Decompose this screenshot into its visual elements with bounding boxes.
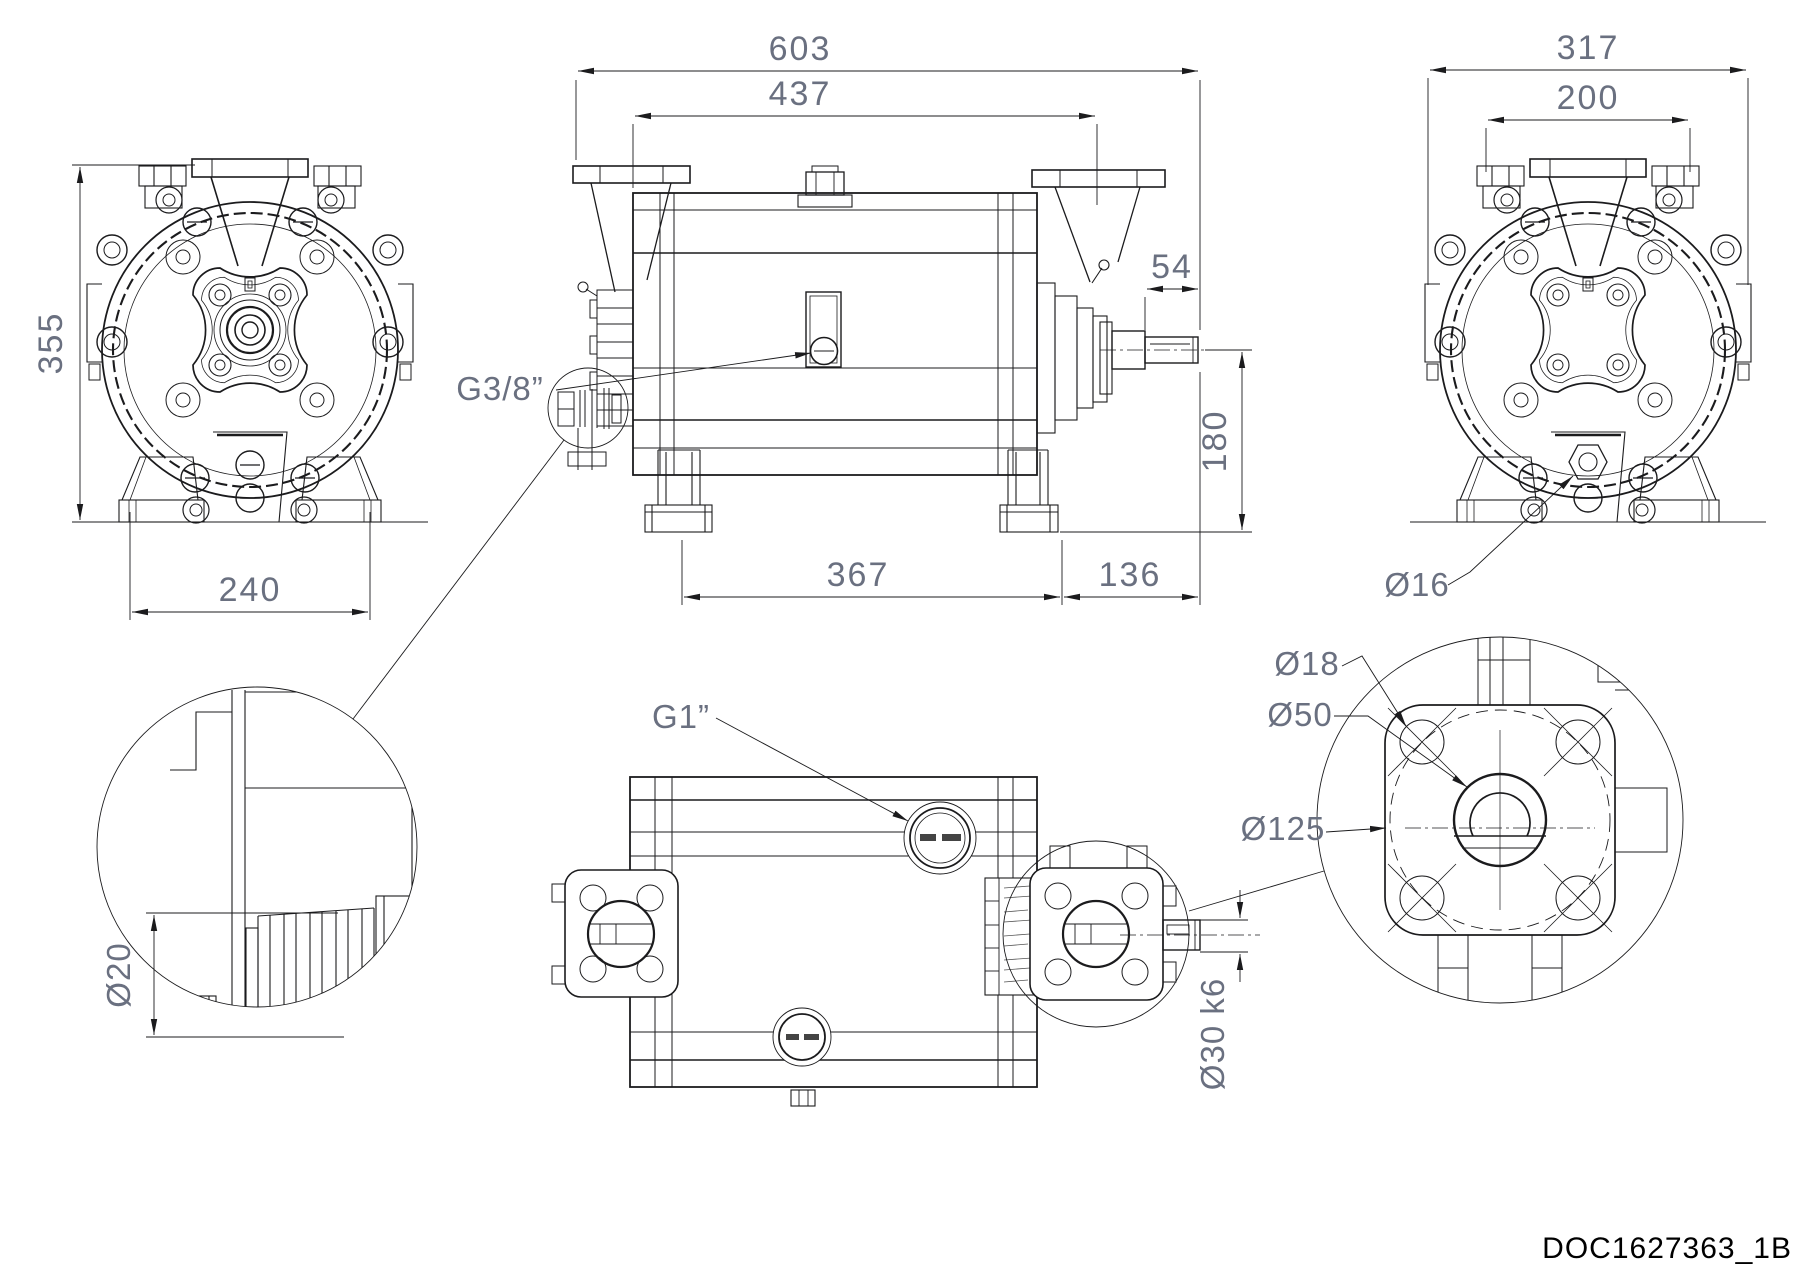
front-shaft-hub bbox=[213, 293, 287, 367]
rear-dim-317: 317 bbox=[1557, 29, 1620, 67]
side-dim-437: 437 bbox=[769, 75, 832, 113]
detail-barb-leader-line bbox=[352, 439, 565, 720]
detail-barb-dim-text: Ø20 bbox=[100, 942, 137, 1007]
side-dim-136: 136 bbox=[1099, 556, 1162, 594]
top-shaft-dim: Ø30 k6 bbox=[1194, 890, 1248, 1090]
document-number: DOC1627363_1B bbox=[1542, 1232, 1792, 1265]
side-barb-fitting bbox=[557, 388, 622, 470]
front-dim-height-text: 355 bbox=[32, 312, 70, 375]
detail-flange-leader-line bbox=[1188, 870, 1325, 912]
front-view: 355 240 bbox=[32, 159, 428, 620]
detail-flange-hole-label: Ø18 bbox=[1274, 645, 1339, 682]
side-drain-label-text: G3/8” bbox=[456, 370, 544, 407]
side-dim-180: 180 bbox=[1196, 410, 1234, 473]
top-port-label: G1” bbox=[652, 698, 909, 822]
side-dim-54: 54 bbox=[1151, 248, 1193, 286]
front-dim-base-text: 240 bbox=[219, 571, 282, 609]
detail-barb-view: Ø20 bbox=[96, 686, 418, 1038]
rear-drain-plug bbox=[1568, 444, 1608, 480]
top-view: G1” Ø30 k6 bbox=[551, 698, 1325, 1107]
side-drain-label: G3/8” bbox=[456, 352, 812, 407]
top-shaft-dim-text: Ø30 k6 bbox=[1194, 978, 1231, 1090]
detail-flange-hub-label: Ø50 bbox=[1267, 696, 1332, 733]
rear-plug-label: Ø16 bbox=[1384, 475, 1574, 603]
side-dims: 603 437 54 180 367 136 bbox=[575, 30, 1252, 605]
top-port-label-text: G1” bbox=[652, 698, 710, 735]
side-view: 603 437 54 180 367 136 G3/8” bbox=[352, 30, 1252, 720]
detail-flange-boltcircle-label: Ø125 bbox=[1241, 810, 1326, 847]
rear-view: 317 200 Ø16 bbox=[1384, 29, 1766, 603]
detail-barb-dim: Ø20 bbox=[100, 912, 344, 1038]
top-detail-indicator-circle bbox=[1002, 840, 1190, 1028]
detail-flange-labels: Ø18 Ø50 Ø125 bbox=[1241, 645, 1468, 847]
side-detail-indicator-circle bbox=[547, 367, 629, 449]
name-plate bbox=[984, 877, 1038, 996]
rear-plug-label-text: Ø16 bbox=[1384, 566, 1449, 603]
front-dim-height: 355 bbox=[32, 164, 240, 523]
side-dim-367: 367 bbox=[827, 556, 890, 594]
rear-dim-200: 200 bbox=[1557, 79, 1620, 117]
front-dim-base: 240 bbox=[129, 512, 371, 620]
rear-dims: 317 200 bbox=[1427, 29, 1749, 285]
side-dim-603: 603 bbox=[769, 30, 832, 68]
detail-flange-view: Ø18 Ø50 Ø125 bbox=[1241, 636, 1684, 1004]
